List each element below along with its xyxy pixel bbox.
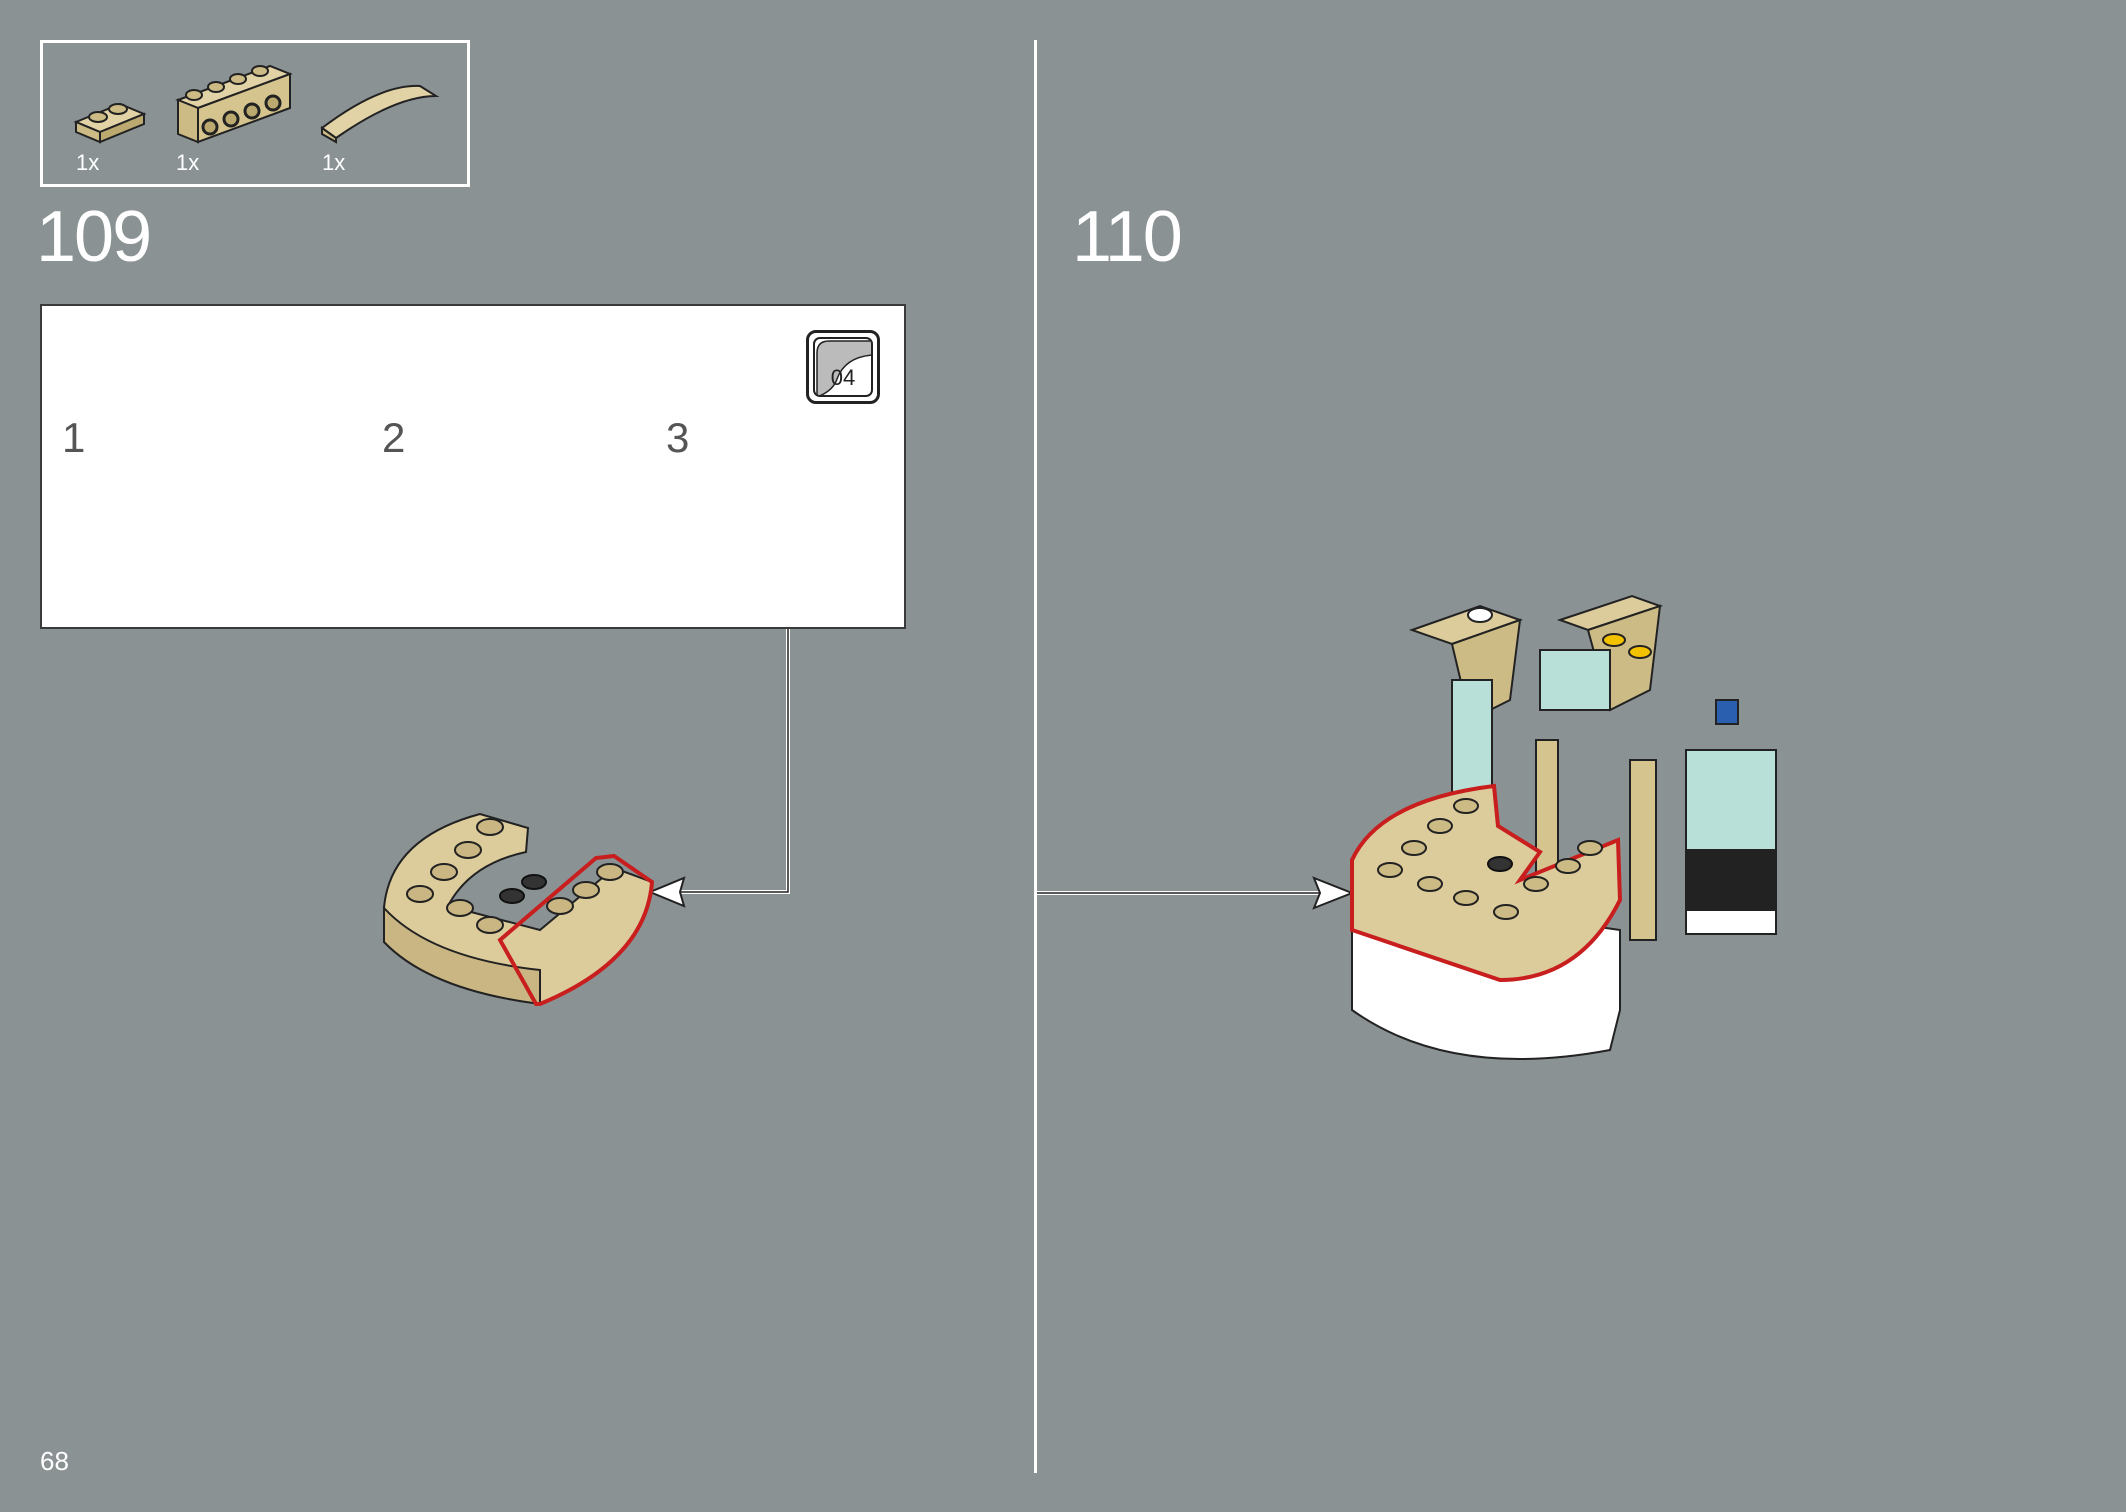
page-number: 68 — [40, 1446, 69, 1476]
tan-plate-1x2-icon — [73, 102, 147, 144]
step-110-model — [1350, 594, 1780, 1064]
step-109-model — [383, 812, 655, 1006]
arrow-right-icon — [647, 876, 686, 908]
highlight-outline — [497, 853, 655, 1006]
sticker-icon: 04 — [813, 337, 873, 397]
part-qty: 1x — [176, 150, 200, 175]
tan-brick-1x4-studs-side-icon — [175, 64, 293, 144]
substep-number: 3 — [666, 414, 690, 461]
sticker-callout: 04 — [806, 330, 880, 404]
sub-assembly-box — [40, 304, 906, 629]
substep-number: 2 — [382, 414, 406, 461]
part-qty: 1x — [76, 150, 100, 175]
highlight-outline — [1350, 783, 1623, 983]
connector-line — [656, 629, 790, 894]
step-number-left: 109 — [36, 197, 152, 277]
page-divider — [1034, 40, 1037, 1473]
part-qty: 1x — [322, 150, 346, 175]
tan-curved-slope-icon — [320, 84, 440, 144]
step-number-right: 110 — [1072, 197, 1183, 277]
sticker-number: 04 — [830, 365, 856, 390]
parts-list-box — [40, 40, 470, 187]
substep-number: 1 — [62, 414, 86, 461]
arrow-right-icon — [1312, 876, 1355, 910]
